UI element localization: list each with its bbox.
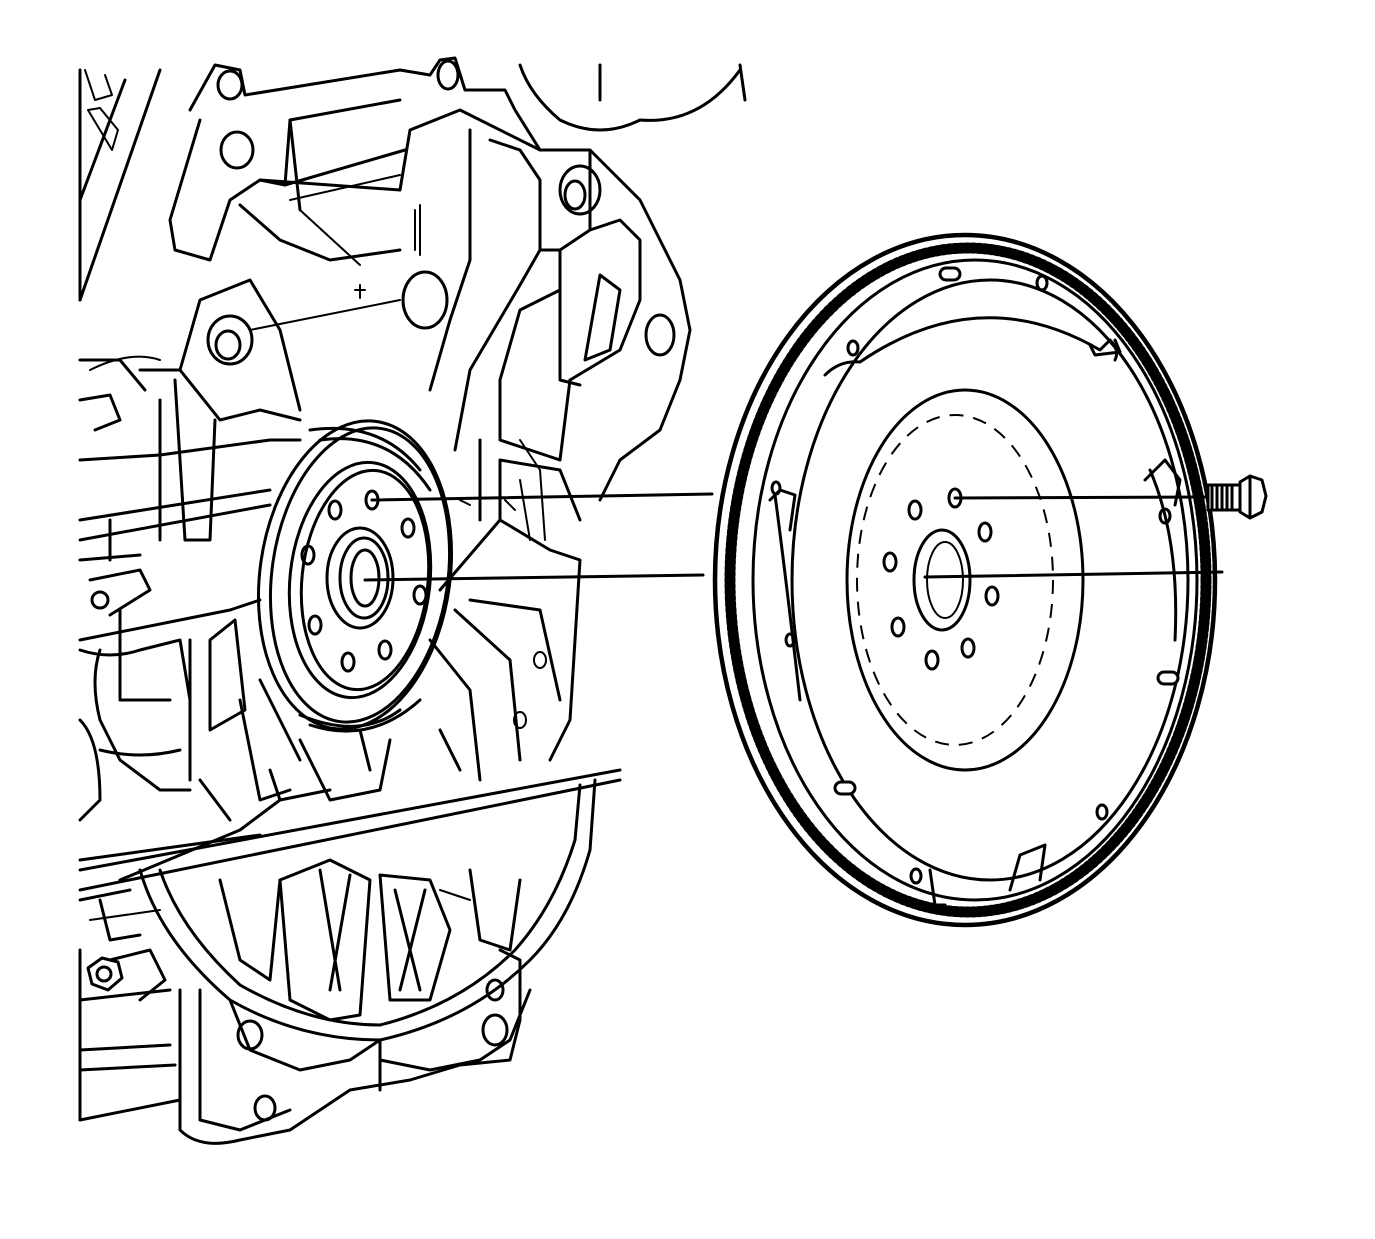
flywheel-bolt bbox=[1206, 474, 1268, 520]
bolt-hole-alignment-line bbox=[953, 495, 1210, 500]
crankshaft-flange bbox=[256, 419, 454, 733]
engine-block-rear bbox=[78, 56, 747, 1145]
bolt-hole-alignment-line bbox=[370, 492, 714, 502]
alignment-guides bbox=[363, 492, 1224, 582]
center-bore-alignment-line bbox=[923, 570, 1224, 579]
flywheel bbox=[712, 232, 1218, 928]
center-bore-alignment-line bbox=[363, 573, 705, 582]
